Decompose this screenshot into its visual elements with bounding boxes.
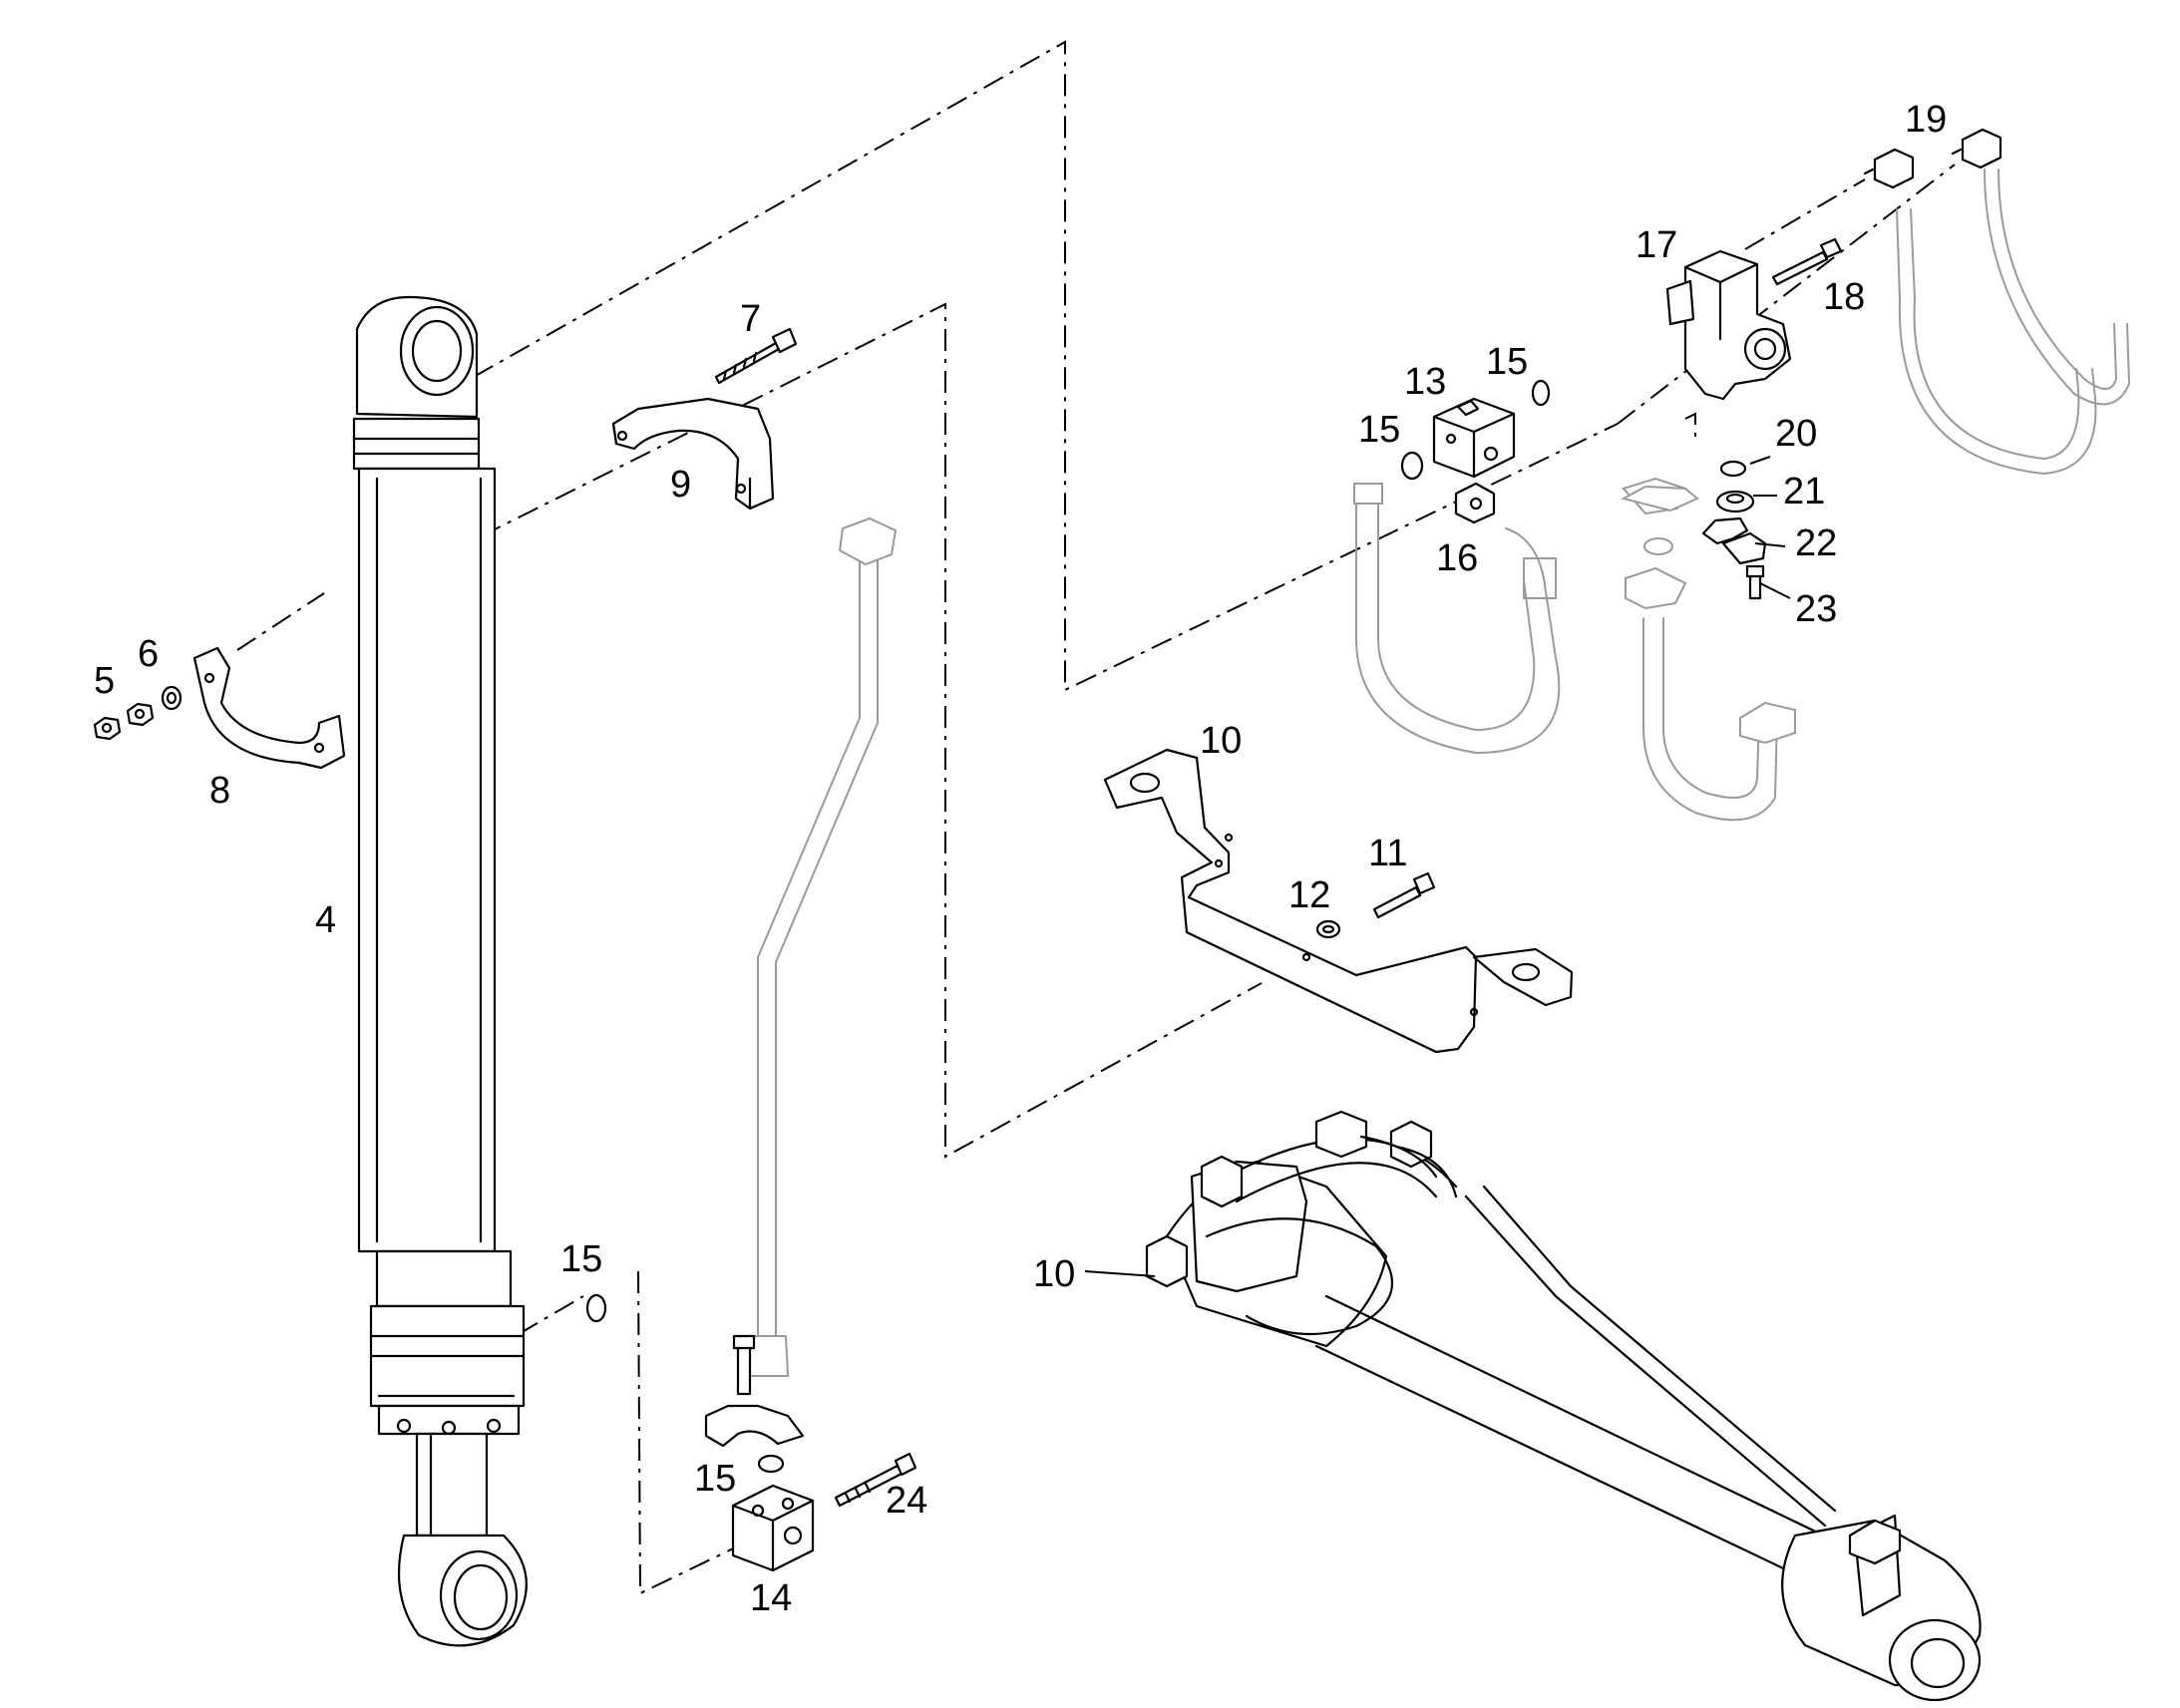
callout-15-a: 15 <box>1358 409 1400 451</box>
nut-5 <box>93 702 155 741</box>
clamp-ghost <box>1621 485 1699 555</box>
callout-5: 5 <box>94 660 115 702</box>
washer-12 <box>1315 919 1341 939</box>
bolt-18 <box>1771 237 1843 286</box>
callout-15-b: 15 <box>1486 341 1528 383</box>
callout-15-left: 15 <box>560 1238 602 1280</box>
bracket-10 <box>1103 748 1574 1054</box>
callout-19: 19 <box>1905 99 1947 141</box>
callout-22: 22 <box>1795 522 1837 564</box>
callout-14: 14 <box>750 1577 792 1619</box>
callout-12: 12 <box>1288 874 1330 916</box>
block-14 <box>731 1484 815 1572</box>
callout-24: 24 <box>886 1480 927 1522</box>
callout-10-lower: 10 <box>1033 1253 1075 1295</box>
callout-15-lower: 15 <box>694 1458 736 1500</box>
clamp-half-lower <box>704 1404 805 1448</box>
bolt-11 <box>1372 871 1436 919</box>
bolt-small <box>732 1334 756 1396</box>
boom-assembly <box>1145 1110 1982 1702</box>
o-ring-15-b <box>1531 379 1551 407</box>
hydraulic-cylinder <box>352 295 528 1647</box>
callout-21: 21 <box>1783 471 1825 512</box>
o-ring-15-left <box>585 1293 607 1323</box>
clamp-22 <box>1701 516 1767 565</box>
callout-23: 23 <box>1795 588 1837 630</box>
callout-labels: 4 5 6 7 8 9 10 10 11 12 13 14 15 15 15 1… <box>94 99 1947 1619</box>
bolt-23 <box>1745 564 1765 600</box>
o-ring-15-a <box>1400 451 1424 481</box>
callout-8: 8 <box>209 770 230 812</box>
valve-17 <box>1665 249 1792 401</box>
callout-7: 7 <box>740 298 761 340</box>
o-ring-15-lower <box>757 1454 785 1474</box>
o-ring-20 <box>1719 460 1747 478</box>
clamp-half-8 <box>192 646 346 770</box>
washer-21 <box>1715 490 1755 513</box>
vertical-tube <box>746 516 898 1377</box>
callout-11: 11 <box>1368 833 1407 874</box>
block-13 <box>1432 397 1516 479</box>
callout-20: 20 <box>1775 413 1817 455</box>
bolt-24 <box>834 1452 917 1508</box>
callout-16: 16 <box>1436 537 1478 579</box>
callout-6: 6 <box>138 633 159 675</box>
clamp-half-9 <box>611 397 775 511</box>
hoses-right <box>1896 169 2130 475</box>
bolt-7 <box>714 327 798 385</box>
leader-lines <box>1084 456 1791 1277</box>
callout-17: 17 <box>1635 224 1677 266</box>
callout-9: 9 <box>670 464 691 506</box>
callout-10-upper: 10 <box>1200 720 1242 762</box>
callout-18: 18 <box>1823 276 1865 318</box>
plug-19 <box>1863 128 2002 189</box>
callout-4: 4 <box>315 899 336 941</box>
washer-6 <box>161 685 182 711</box>
fitting-16 <box>1454 482 1496 524</box>
callout-13: 13 <box>1404 361 1446 403</box>
